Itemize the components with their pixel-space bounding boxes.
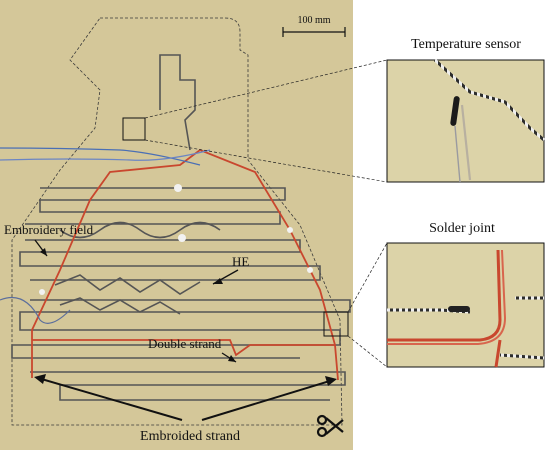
scale-bar-label: 100 mm bbox=[297, 15, 330, 26]
scissors-icon bbox=[316, 414, 344, 438]
zoom-connectors bbox=[144, 59, 388, 368]
heating-element bbox=[11, 54, 351, 401]
double-strand-path bbox=[31, 148, 339, 381]
solder-red-thread bbox=[387, 249, 502, 368]
solder-stitch-bottom bbox=[499, 353, 545, 360]
sensor-box bbox=[122, 117, 146, 141]
garment-outline bbox=[11, 17, 343, 426]
he-arrowhead bbox=[213, 278, 223, 284]
solder-joint-box bbox=[323, 311, 349, 337]
embroidery-field-label: Embroidery field bbox=[4, 222, 94, 237]
sensor-stitch-line bbox=[433, 58, 545, 142]
embroided-strand-arrowhead-left bbox=[34, 374, 46, 384]
embroided-strand-arrowhead-right bbox=[325, 376, 337, 386]
solder-joint-inset bbox=[386, 242, 545, 368]
embroidery-field-arrowhead bbox=[40, 248, 47, 256]
embroided-strand-arrow-left bbox=[37, 377, 183, 421]
solder-joint-body bbox=[448, 306, 470, 312]
temperature-sensor-title: Temperature sensor bbox=[411, 37, 521, 52]
sensor-body bbox=[450, 96, 460, 126]
cables bbox=[0, 147, 211, 324]
solder-joint-title: Solder joint bbox=[429, 221, 495, 236]
fabric-shade bbox=[0, 0, 353, 450]
embroided-strand-label: Embroided strand bbox=[140, 429, 240, 444]
he-label: HE bbox=[232, 254, 249, 269]
double-strand-label: Double strand bbox=[148, 336, 222, 351]
main-photo: 100 mm Embroidery field HE Double strand… bbox=[0, 0, 353, 450]
scale-bar bbox=[282, 27, 346, 37]
solder-inset-bg bbox=[386, 242, 545, 368]
solder-blobs bbox=[39, 184, 313, 295]
sensor-wire bbox=[454, 125, 461, 183]
solder-red-thread-2 bbox=[387, 249, 507, 345]
embroided-strand-arrow-right bbox=[201, 379, 334, 421]
temperature-sensor-inset bbox=[386, 58, 545, 183]
sensor-lead bbox=[460, 104, 472, 181]
fabric-sheet bbox=[0, 0, 353, 450]
sensor-inset-bg bbox=[386, 59, 545, 183]
double-strand-arrowhead bbox=[228, 355, 236, 362]
